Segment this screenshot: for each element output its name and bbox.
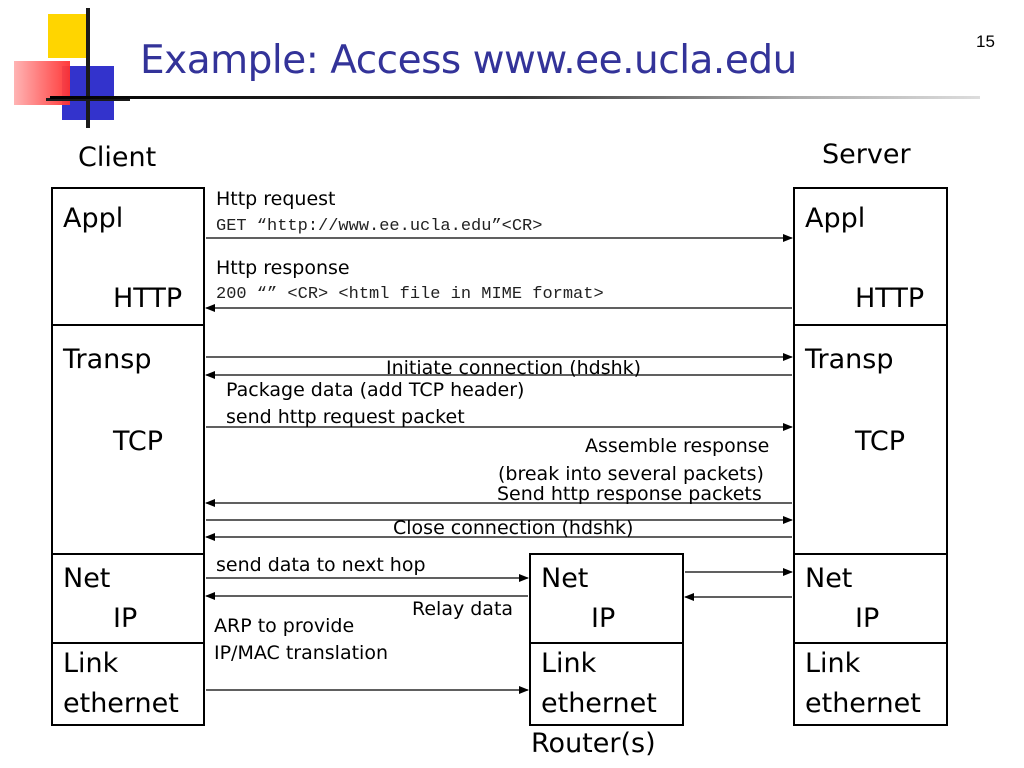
router-ethernet-label: ethernet bbox=[541, 688, 657, 719]
router-caption: Router(s) bbox=[531, 728, 656, 759]
server-tcp-label: TCP bbox=[855, 426, 906, 457]
server-caption: Server bbox=[822, 139, 911, 170]
client-link-label: Link bbox=[63, 648, 119, 679]
label-assemble: Assemble response bbox=[585, 435, 770, 457]
client-ethernet-label: ethernet bbox=[63, 688, 179, 719]
page-number: 15 bbox=[976, 32, 995, 51]
client-appl-layer: Appl HTTP bbox=[51, 187, 205, 326]
router-link-label: Link bbox=[541, 648, 597, 679]
logo-horizontal-line bbox=[46, 98, 130, 101]
label-response-line: 200 “” <CR> <html file in MIME format> bbox=[216, 285, 604, 304]
server-net-layer: Net IP bbox=[793, 553, 948, 644]
label-relay: Relay data bbox=[412, 598, 514, 620]
router-link-layer: Link ethernet bbox=[529, 642, 684, 726]
label-send-response: Send http response packets bbox=[497, 483, 762, 505]
client-link-layer: Link ethernet bbox=[51, 642, 205, 726]
label-get-line: GET “http://www.ee.ucla.edu”<CR> bbox=[216, 217, 543, 236]
label-close: Close connection (hdshk) bbox=[393, 517, 634, 539]
client-appl-label: Appl bbox=[63, 203, 124, 234]
client-caption: Client bbox=[78, 142, 157, 173]
label-send-request: send http request packet bbox=[226, 406, 465, 428]
client-net-label: Net bbox=[63, 563, 111, 594]
server-transport-layer: Transp TCP bbox=[793, 324, 948, 555]
label-http-response: Http response bbox=[216, 257, 350, 279]
router-net-layer: Net IP bbox=[529, 553, 684, 644]
server-net-label: Net bbox=[805, 563, 853, 594]
client-http-label: HTTP bbox=[113, 283, 183, 314]
server-http-label: HTTP bbox=[855, 283, 925, 314]
server-transp-label: Transp bbox=[805, 344, 894, 375]
label-http-request: Http request bbox=[216, 188, 336, 210]
router-ip-label: IP bbox=[591, 603, 616, 634]
router-net-label: Net bbox=[541, 563, 589, 594]
client-ip-label: IP bbox=[113, 603, 138, 634]
server-link-label: Link bbox=[805, 648, 861, 679]
label-package: Package data (add TCP header) bbox=[226, 379, 525, 401]
label-arp-1: ARP to provide bbox=[214, 615, 355, 637]
label-arp-2: IP/MAC translation bbox=[214, 642, 388, 664]
slide-title: Example: Access www.ee.ucla.edu bbox=[140, 38, 797, 83]
server-ip-label: IP bbox=[855, 603, 880, 634]
client-net-layer: Net IP bbox=[51, 553, 205, 644]
server-appl-layer: Appl HTTP bbox=[793, 187, 948, 326]
logo-vertical-line bbox=[86, 8, 90, 128]
logo-yellow-square bbox=[48, 14, 90, 58]
server-ethernet-label: ethernet bbox=[805, 688, 921, 719]
label-initiate: Initiate connection (hdshk) bbox=[386, 357, 642, 379]
label-next-hop: send data to next hop bbox=[216, 554, 426, 576]
server-appl-label: Appl bbox=[805, 203, 866, 234]
client-transp-label: Transp bbox=[63, 344, 152, 375]
label-break-packets: (break into several packets) bbox=[498, 463, 764, 485]
client-tcp-label: TCP bbox=[113, 426, 164, 457]
title-rule bbox=[50, 96, 980, 99]
server-link-layer: Link ethernet bbox=[793, 642, 948, 726]
